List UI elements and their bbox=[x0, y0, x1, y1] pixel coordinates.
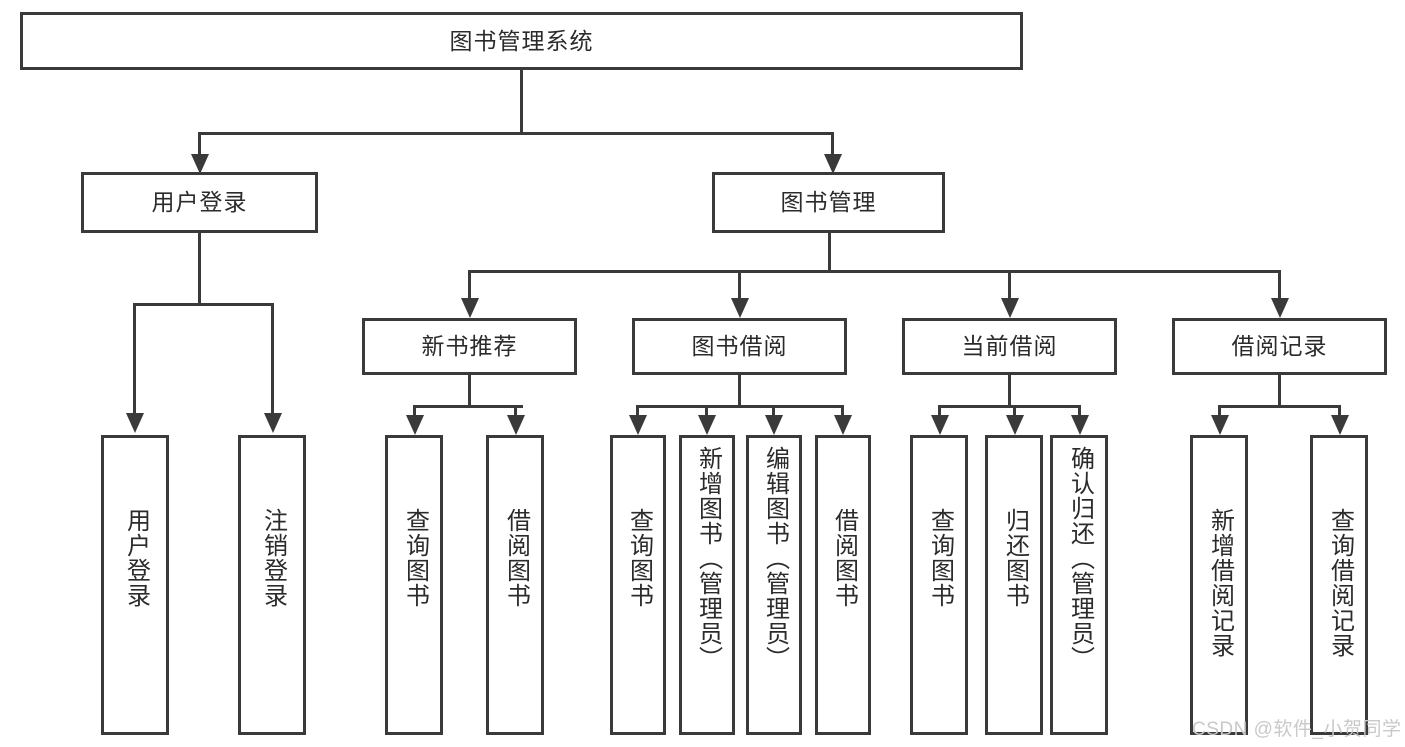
node-leaf-2[interactable]: 查询图书 bbox=[385, 435, 443, 735]
node-label-vertical: 新增借阅记录 bbox=[1206, 508, 1234, 658]
connector-login-drop bbox=[271, 303, 274, 413]
node-label-vertical: 查询图书 bbox=[401, 508, 429, 608]
node-leaf-5[interactable]: 新增图书（管理员） bbox=[679, 435, 735, 735]
connector-g2-bus bbox=[636, 405, 844, 408]
connector-arrowhead bbox=[460, 298, 479, 318]
connector-root-bus bbox=[198, 132, 834, 135]
connector-g4-stem bbox=[1278, 375, 1281, 405]
connector-g3-stem bbox=[1008, 375, 1011, 405]
connector-manage-drop bbox=[1278, 270, 1281, 298]
node-leaf-8[interactable]: 查询图书 bbox=[910, 435, 968, 735]
connector-manage-stem bbox=[828, 233, 831, 271]
connector-root-drop bbox=[831, 132, 834, 154]
connector-arrowhead bbox=[1070, 415, 1089, 435]
connector-arrowhead bbox=[628, 415, 647, 435]
node-label-vertical: 借阅图书 bbox=[502, 508, 530, 608]
connector-g2-drop bbox=[841, 405, 844, 415]
node-label-vertical: 查询图书 bbox=[625, 508, 653, 608]
connector-manage-bus bbox=[468, 270, 1280, 273]
node-leaf-6[interactable]: 编辑图书（管理员） bbox=[746, 435, 802, 735]
node-level2-0[interactable]: 用户登录 bbox=[81, 172, 318, 233]
connector-arrowhead bbox=[190, 154, 209, 174]
connector-manage-drop bbox=[738, 270, 741, 298]
node-leaf-11[interactable]: 新增借阅记录 bbox=[1190, 435, 1248, 735]
node-label-vertical: 新增图书（管理员） bbox=[694, 446, 722, 671]
connector-g3-drop bbox=[1078, 405, 1081, 415]
node-level3-0[interactable]: 新书推荐 bbox=[362, 318, 577, 375]
node-label-vertical: 编辑图书（管理员） bbox=[761, 446, 789, 671]
node-label-vertical: 借阅图书 bbox=[830, 508, 858, 608]
connector-g3-bus bbox=[938, 405, 1078, 408]
node-label-vertical: 注销登录 bbox=[259, 508, 287, 608]
connector-g2-drop bbox=[636, 405, 639, 415]
node-label-vertical: 归还图书 bbox=[1001, 508, 1029, 608]
node-leaf-10[interactable]: 确认归还（管理员） bbox=[1050, 435, 1108, 735]
node-label: 当前借阅 bbox=[961, 333, 1058, 359]
node-label-vertical: 查询图书 bbox=[926, 508, 954, 608]
connector-g4-drop bbox=[1218, 405, 1221, 415]
node-level3-2[interactable]: 当前借阅 bbox=[902, 318, 1117, 375]
node-leaf-1[interactable]: 注销登录 bbox=[238, 435, 306, 735]
connector-arrowhead bbox=[823, 154, 842, 174]
node-label: 新书推荐 bbox=[421, 333, 518, 359]
node-label: 用户登录 bbox=[151, 189, 248, 215]
node-label: 借阅记录 bbox=[1231, 333, 1328, 359]
connector-arrowhead bbox=[263, 413, 282, 433]
connector-g2-drop bbox=[705, 405, 708, 415]
connector-arrowhead bbox=[125, 413, 144, 433]
connector-g1-drop bbox=[514, 405, 517, 415]
connector-arrowhead bbox=[1270, 298, 1289, 318]
connector-login-stem bbox=[198, 233, 201, 303]
node-root[interactable]: 图书管理系统 bbox=[20, 12, 1023, 70]
connector-login-bus bbox=[133, 303, 272, 306]
connector-arrowhead bbox=[1330, 415, 1349, 435]
connector-g1-stem bbox=[468, 375, 471, 405]
connector-g3-drop bbox=[1013, 405, 1016, 415]
connector-arrowhead bbox=[764, 415, 783, 435]
connector-arrowhead bbox=[930, 415, 949, 435]
node-level3-1[interactable]: 图书借阅 bbox=[632, 318, 847, 375]
connector-arrowhead bbox=[833, 415, 852, 435]
connector-g2-stem bbox=[738, 375, 741, 405]
node-leaf-7[interactable]: 借阅图书 bbox=[815, 435, 871, 735]
node-label-vertical: 确认归还（管理员） bbox=[1066, 446, 1094, 671]
connector-arrowhead bbox=[1000, 298, 1019, 318]
connector-manage-drop bbox=[468, 270, 471, 298]
connector-g3-drop bbox=[938, 405, 941, 415]
connector-root-drop bbox=[198, 132, 201, 154]
connector-arrowhead bbox=[730, 298, 749, 318]
node-leaf-9[interactable]: 归还图书 bbox=[985, 435, 1043, 735]
connector-root-stem bbox=[520, 70, 523, 132]
node-leaf-4[interactable]: 查询图书 bbox=[610, 435, 666, 735]
connector-arrowhead bbox=[1210, 415, 1229, 435]
node-label-vertical: 查询借阅记录 bbox=[1326, 508, 1354, 658]
connector-arrowhead bbox=[506, 415, 525, 435]
node-leaf-0[interactable]: 用户登录 bbox=[101, 435, 169, 735]
node-leaf-3[interactable]: 借阅图书 bbox=[486, 435, 544, 735]
connector-g4-drop bbox=[1338, 405, 1341, 415]
connector-g4-bus bbox=[1218, 405, 1338, 408]
connector-arrowhead bbox=[405, 415, 424, 435]
connector-g1-drop bbox=[413, 405, 416, 415]
node-leaf-12[interactable]: 查询借阅记录 bbox=[1310, 435, 1368, 735]
node-label: 图书借阅 bbox=[691, 333, 788, 359]
connector-arrowhead bbox=[1005, 415, 1024, 435]
connector-g1-bus bbox=[413, 405, 523, 408]
connector-g2-drop bbox=[772, 405, 775, 415]
node-label: 图书管理 bbox=[780, 189, 877, 215]
connector-manage-drop bbox=[1008, 270, 1011, 298]
connector-login-drop bbox=[133, 303, 136, 413]
node-label-vertical: 用户登录 bbox=[122, 508, 150, 608]
connector-arrowhead bbox=[697, 415, 716, 435]
node-level2-1[interactable]: 图书管理 bbox=[712, 172, 945, 233]
node-level3-3[interactable]: 借阅记录 bbox=[1172, 318, 1387, 375]
node-label: 图书管理系统 bbox=[449, 27, 594, 54]
